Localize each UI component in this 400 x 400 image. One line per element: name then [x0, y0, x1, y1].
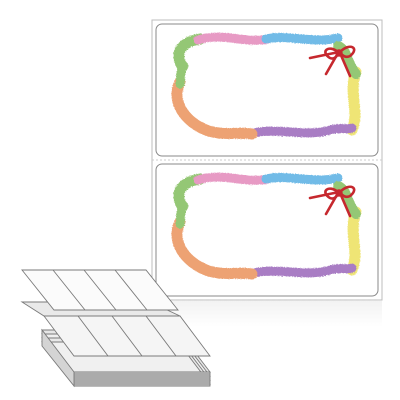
label-2: [155, 163, 379, 297]
fold-sheet-top: [21, 269, 179, 311]
fold-sheet-lower: [43, 315, 211, 357]
fanfold-stack: [20, 269, 211, 388]
label-sheet: [151, 19, 383, 327]
label-1: [155, 23, 379, 157]
